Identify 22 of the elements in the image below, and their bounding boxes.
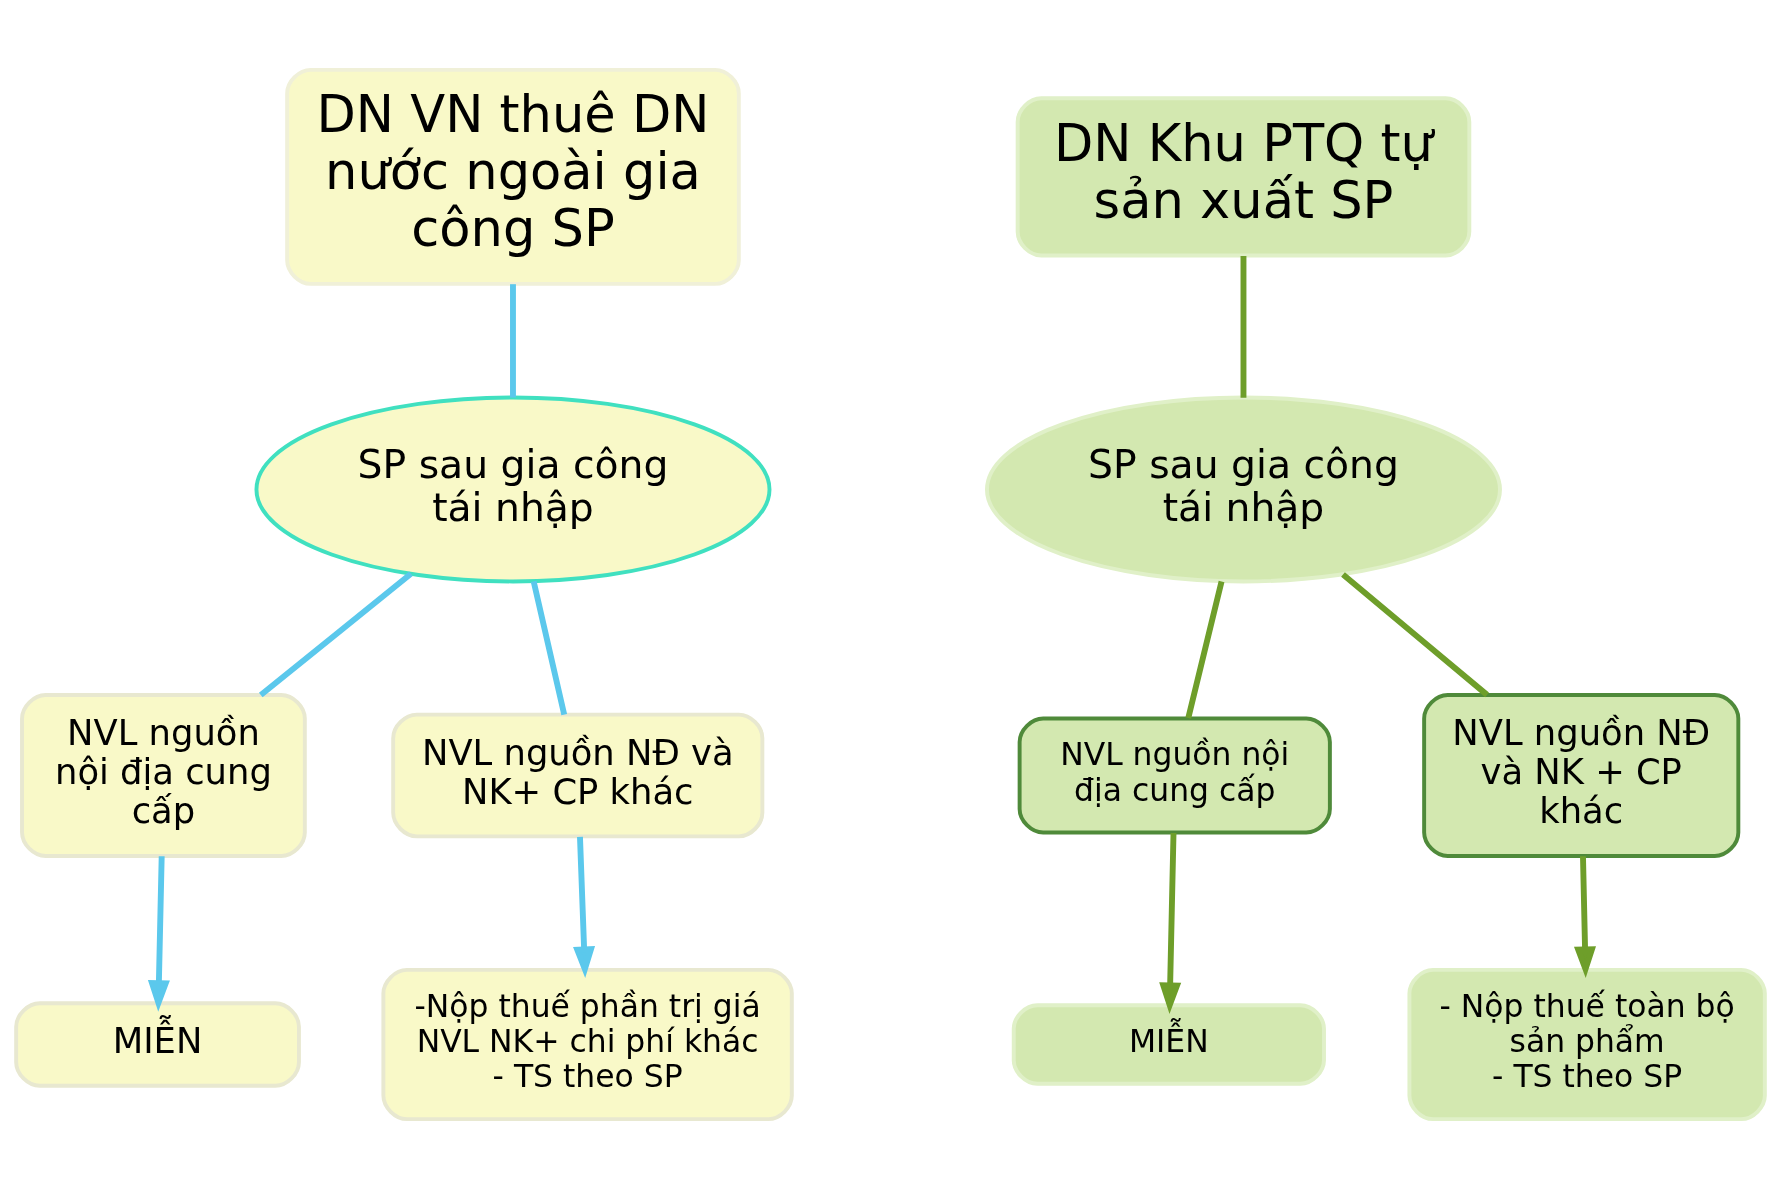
node-box: DN VN thuê DN nước ngoài gia công SP [285,67,741,286]
connector [1185,580,1225,719]
arrow [573,836,596,978]
node-box: NVL nguồn nội địa cung cấp [1017,716,1332,834]
connector [1240,255,1247,398]
arrow [147,855,170,1012]
node-box: NVL nguồn NĐ và NK + CP khác [1422,692,1741,858]
node-box: - Nộp thuế toàn bộ sản phẩm - TS theo SP [1407,967,1767,1121]
connector [530,580,568,715]
connector [258,570,413,697]
node-ellipse: SP sau gia công tái nhập [985,395,1502,583]
connector [510,283,516,397]
arrow [1159,832,1182,1014]
connector [1341,571,1489,697]
node-box: DN Khu PTQ tự sản xuất SP [1015,95,1472,257]
arrow [1573,855,1596,978]
node-box: MIỄN [14,1000,301,1088]
node-box: NVL nguồn nội địa cung cấp [20,692,307,858]
node-box: NVL nguồn NĐ và NK+ CP khác [391,712,765,838]
node-ellipse: SP sau gia công tái nhập [254,395,772,583]
node-box: -Nộp thuế phần trị giá NVL NK+ chi phí khác - TS theo SP [381,967,794,1121]
node-box: MIỄN [1011,1002,1326,1086]
